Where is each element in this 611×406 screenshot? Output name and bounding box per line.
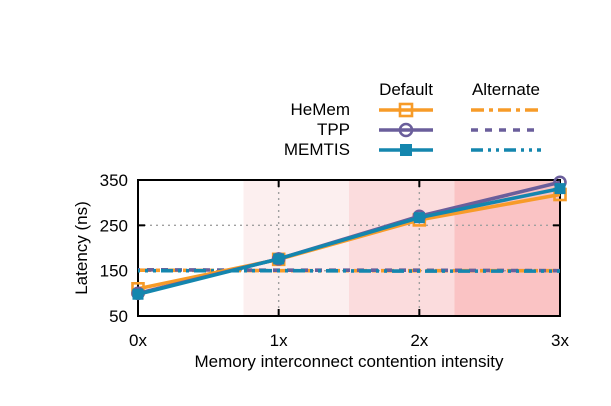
svg-text:3x: 3x [551, 331, 569, 350]
svg-text:350: 350 [100, 171, 128, 190]
svg-text:250: 250 [100, 216, 128, 235]
svg-text:1x: 1x [270, 331, 288, 350]
x-axis-title: Memory interconnect contention intensity [194, 352, 504, 371]
svg-text:0x: 0x [129, 331, 147, 350]
legend-column-alternate: Alternate [471, 80, 541, 99]
legend-sample-hemem-default-icon [379, 102, 433, 118]
legend-label-memtis: MEMTIS [283, 140, 350, 159]
legend-sample-memtis-alternate-icon [471, 148, 541, 152]
svg-text:150: 150 [100, 262, 128, 281]
series-tpp-alternate [137, 267, 561, 273]
x-tick-labels: 0x 1x 2x 3x [129, 331, 569, 350]
legend-header: Default Alternate [283, 79, 558, 101]
series-memtis-default [132, 183, 566, 300]
legend-sample-tpp-default-icon [379, 122, 433, 138]
y-tick-labels: 50 150 250 350 [100, 171, 128, 326]
legend-sample-memtis-default-icon [379, 144, 433, 156]
legend-label-tpp: TPP [316, 120, 350, 139]
svg-text:50: 50 [109, 307, 128, 326]
legend-sample-tpp-alternate-icon [471, 128, 541, 132]
background-bands [138, 180, 560, 316]
legend-column-default: Default [379, 80, 433, 99]
legend-sample-hemem-alternate-icon [471, 108, 541, 112]
svg-text:2x: 2x [410, 331, 428, 350]
chart-legend: Default Alternate HeMem TPP MEMTIS [283, 80, 558, 160]
legend-label-hemem: HeMem [290, 100, 350, 119]
y-axis-title: Latency (ns) [72, 201, 91, 295]
